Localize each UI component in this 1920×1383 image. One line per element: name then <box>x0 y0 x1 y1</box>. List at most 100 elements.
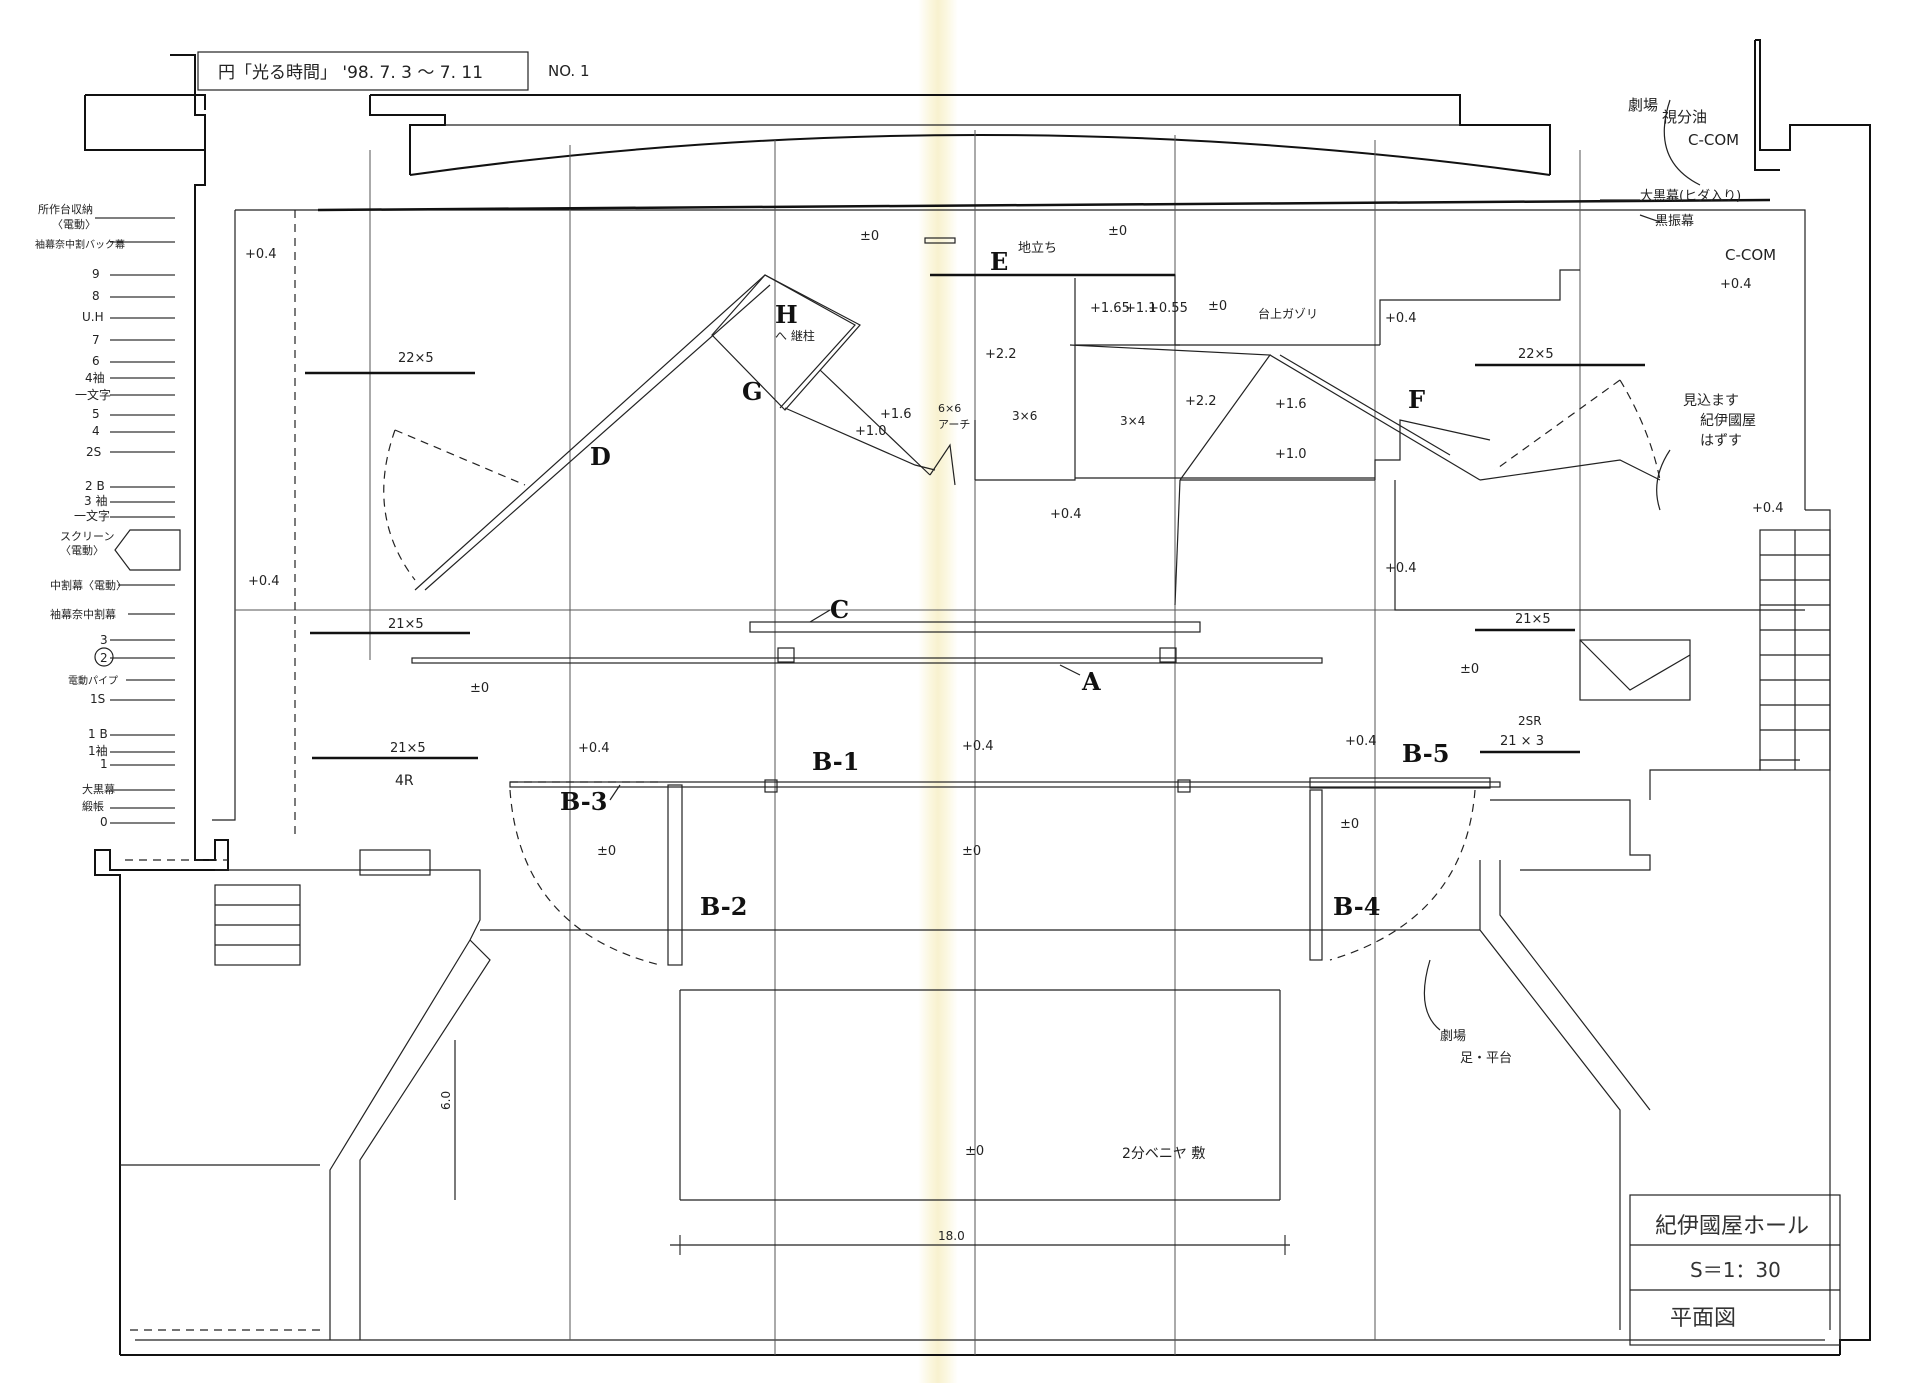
level-mark: +0.4 <box>1385 311 1417 326</box>
door-swings <box>383 379 1661 966</box>
label-B1: B-1 <box>812 747 859 776</box>
title-block: 紀伊國屋ホール S＝1：30 平面図 <box>1629 1194 1841 1346</box>
label-B4: B-4 <box>1333 892 1380 921</box>
level-mark: ±0 <box>597 844 616 859</box>
level-mark: +2.2 <box>985 347 1017 362</box>
level-mark: +1.0 <box>1275 447 1307 462</box>
level-mark: ±0 <box>965 1144 984 1159</box>
level-annotations: +0.4 +0.4 ±0 ±0 ±0 +0.4 +0.4 +0.4 +0.4 +… <box>245 224 1784 1159</box>
level-mark: ±0 <box>1208 299 1227 314</box>
level-mark: ±0 <box>1108 224 1127 239</box>
level-mark: +2.2 <box>1185 394 1217 409</box>
fly-bar-label: 2 <box>100 651 108 665</box>
note: 大黒幕(ヒダ入り) <box>1640 189 1741 204</box>
fly-bar-label: 大黒幕 <box>82 782 115 796</box>
note: 地立ち <box>1018 241 1057 256</box>
level-mark: +0.4 <box>578 741 610 756</box>
battens <box>305 198 1771 966</box>
size-mark: 21×5 <box>388 617 424 632</box>
set-piece-labels: A B-1 B-2 B-3 B-4 B-5 C D E F G H <box>560 247 1449 921</box>
drawing-title: 円「光る時間」 '98. 7. 3 ～ 7. 11 <box>218 63 483 83</box>
level-mark: +0.55 <box>1148 301 1188 316</box>
label-B5: B-5 <box>1402 739 1449 768</box>
level-mark: ±0 <box>470 681 489 696</box>
fly-bar-label: 一文字 <box>74 508 110 523</box>
size-mark: 21×5 <box>390 741 426 756</box>
label-D: D <box>590 442 611 471</box>
label-B3: B-3 <box>560 787 607 816</box>
fly-bar-label: 1 B <box>88 727 108 741</box>
level-mark: +1.6 <box>880 407 912 422</box>
level-mark: +0.4 <box>1385 561 1417 576</box>
dimension-depth: 6.0 <box>439 1091 453 1110</box>
dimension-lines: 18.0 6.0 <box>439 1040 1290 1255</box>
drawing-scale: S＝1：30 <box>1690 1258 1781 1282</box>
lower-walls <box>214 529 1831 1340</box>
level-mark: ±0 <box>1340 817 1359 832</box>
note: へ 継柱 <box>775 328 815 343</box>
note: 劇場 <box>1440 1029 1466 1044</box>
binding-gutter <box>918 0 958 1383</box>
note: 劇場 <box>1628 96 1658 114</box>
fly-bar-list: 所作台収納 〈電動〉 袖幕奈中割バック幕 9 8 U.H 7 6 4袖 一文字 … <box>35 202 181 829</box>
note: はずす <box>1700 433 1742 449</box>
note: 視分油 <box>1662 108 1707 126</box>
fly-bar-label: 7 <box>92 333 100 347</box>
handwritten-notes: 劇場 視分油 C-COM 大黒幕(ヒダ入り) 黒振幕 C-COM 見込ます 紀伊… <box>395 96 1776 1162</box>
level-mark: +1.1 <box>1125 301 1157 316</box>
fly-bar-label: 袖幕奈中割幕 <box>50 607 116 621</box>
fly-bar-label: 5 <box>92 407 100 421</box>
fly-bar-label: 電動パイプ <box>68 674 118 687</box>
fly-bar-label: 3 <box>100 633 108 647</box>
label-H: H <box>775 300 798 329</box>
label-B2: B-2 <box>700 892 747 921</box>
header-box: 円「光る時間」 '98. 7. 3 ～ 7. 11 NO. 1 <box>197 51 590 91</box>
level-mark: +0.4 <box>248 574 280 589</box>
sheet-number: NO. 1 <box>548 62 590 80</box>
fly-bar-label: 4袖 <box>85 370 105 385</box>
note: 4R <box>395 773 414 789</box>
hall-name: 紀伊國屋ホール <box>1655 1214 1809 1239</box>
fly-bar-label: 1 <box>100 757 108 771</box>
fly-bar-label: 緞帳 <box>82 799 104 813</box>
level-mark: +0.4 <box>1050 507 1082 522</box>
fly-bar-label: 所作台収納 <box>38 202 93 216</box>
note: C-COM <box>1725 246 1776 264</box>
level-mark: +1.6 <box>1275 397 1307 412</box>
level-mark: ±0 <box>1460 662 1479 677</box>
size-mark: 21 × 3 <box>1500 734 1544 749</box>
label-A: A <box>1081 667 1101 696</box>
note: 2SR <box>1518 714 1542 728</box>
set-walls <box>414 237 1805 611</box>
fly-bar-label: 0 <box>100 815 108 829</box>
fly-bar-label: 一文字 <box>75 387 111 402</box>
fly-bar-label: 2 B <box>85 479 105 493</box>
fly-bar-label: 〈電動〉 <box>52 217 96 231</box>
fly-bar-label: 9 <box>92 267 100 281</box>
label-C: C <box>830 595 849 624</box>
fly-bar-label: 4 <box>92 424 100 438</box>
fly-bar-label: 中割幕〈電動〉 <box>50 578 127 592</box>
dimension-width: 18.0 <box>938 1229 965 1243</box>
size-annotations: 22×5 22×5 21×5 21×5 21×5 21 × 3 3×6 3×4 … <box>388 347 1554 756</box>
note: 見込ます <box>1683 393 1739 409</box>
fly-bar-label: 1S <box>90 692 105 706</box>
fly-bar-label: 3 袖 <box>84 493 107 508</box>
note: アーチ <box>938 418 970 431</box>
note: 黒振幕 <box>1655 214 1694 229</box>
fly-bar-label: 6 <box>92 354 100 368</box>
fly-bar-label: 袖幕奈中割バック幕 <box>35 238 125 251</box>
fly-bar-label: スクリーン <box>60 530 114 543</box>
building-walls <box>84 39 1871 1356</box>
size-mark: 3×4 <box>1120 414 1145 428</box>
level-mark: +0.4 <box>1752 501 1784 516</box>
level-mark: +0.4 <box>1720 277 1752 292</box>
note: 2分ベニヤ 敷 <box>1122 1146 1205 1162</box>
drawing-type: 平面図 <box>1670 1306 1736 1331</box>
size-mark: 3×6 <box>1012 409 1037 423</box>
fly-bar-label: 2S <box>86 445 101 459</box>
size-mark: 21×5 <box>1515 612 1551 627</box>
level-mark: +0.4 <box>1345 734 1377 749</box>
fly-bar-label: U.H <box>82 310 104 324</box>
